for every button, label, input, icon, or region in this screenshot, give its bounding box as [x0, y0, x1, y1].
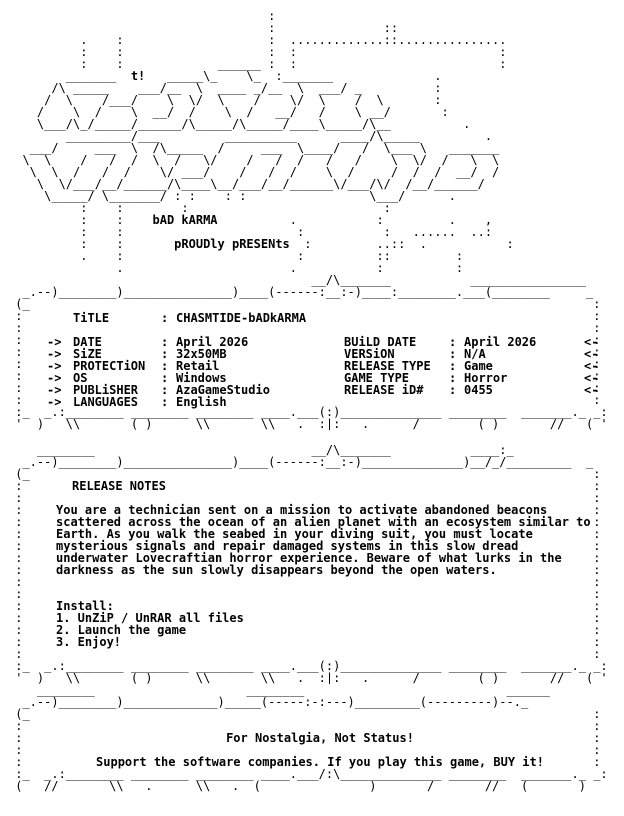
release-notes-heading: RELEASE NOTES: [72, 479, 166, 493]
install-step: 3. Enjoy!: [56, 635, 122, 649]
protection-label: PROTECTiON: [73, 359, 146, 373]
right-arrow: <-: [584, 371, 599, 385]
left-arrow: ->: [47, 371, 62, 385]
group-name: bAD kARMA: [152, 213, 218, 227]
left-arrow: ->: [47, 395, 62, 409]
right-arrow: <-: [584, 335, 599, 349]
release-info-border: __/\_______ ________________ _.--)______…: [15, 274, 608, 430]
languages-label: LANGUAGES: [73, 395, 139, 409]
right-arrow: <-: [584, 347, 599, 361]
field-colon: :: [161, 347, 169, 361]
languages-value: English: [176, 395, 227, 409]
right-arrow: <-: [584, 383, 599, 397]
build-date-value: April 2026: [464, 335, 537, 349]
left-arrow: ->: [47, 335, 62, 349]
field-colon: :: [161, 371, 169, 385]
publisher-label: PUBLiSHER: [73, 383, 139, 397]
right-arrow: <-: [584, 359, 599, 373]
left-arrow: ->: [47, 383, 62, 397]
version-value: N/A: [464, 347, 486, 361]
version-label: VERSiON: [344, 347, 395, 361]
release-type-value: Game: [464, 359, 493, 373]
build-date-label: BUiLD DATE: [344, 335, 417, 349]
release-notes-border: ________ __/\_______ ____:_ _.--)_______…: [15, 444, 608, 684]
title-label: TiTLE: [73, 311, 110, 325]
release-id-value: 0455: [464, 383, 493, 397]
game-type-value: Horror: [464, 371, 508, 385]
os-value: Windows: [176, 371, 227, 385]
field-colon: :: [161, 395, 169, 409]
field-colon: :: [449, 335, 457, 349]
release-notes-body: You are a technician sent on a mission t…: [56, 503, 598, 577]
title-colon: :: [161, 311, 169, 325]
field-colon: :: [449, 371, 457, 385]
install-heading: Install:: [56, 599, 114, 613]
release-id-label: RELEASE iD#: [344, 383, 424, 397]
game-type-label: GAME TYPE: [344, 371, 410, 385]
field-colon: :: [449, 383, 457, 397]
field-colon: :: [449, 347, 457, 361]
date-value: April 2026: [176, 335, 249, 349]
field-colon: :: [161, 383, 169, 397]
install-step: 2. Launch the game: [56, 623, 187, 637]
install-step: 1. UnZiP / UnRAR all files: [56, 611, 244, 625]
field-colon: :: [161, 359, 169, 373]
logo-small-word: t!: [130, 69, 146, 83]
footer-border: ________ ________ ______ _.--)________)_…: [15, 684, 608, 792]
title-value: CHASMTIDE-bADkARMA: [176, 311, 307, 325]
footer-nostalgia: For Nostalgia, Not Status!: [226, 731, 414, 745]
field-colon: :: [161, 335, 169, 349]
left-arrow: ->: [47, 359, 62, 373]
presents-line: pROUDly pRESENts: [174, 237, 290, 251]
protection-value: Retail: [176, 359, 220, 373]
date-label: DATE: [73, 335, 102, 349]
release-type-label: RELEASE TYPE: [344, 359, 431, 373]
field-colon: :: [449, 359, 457, 373]
logo-ascii-art: : : :: . : : .............::............…: [22, 10, 514, 274]
size-value: 32x50MB: [176, 347, 227, 361]
footer-support: Support the software companies. If you p…: [96, 755, 544, 769]
size-label: SiZE: [73, 347, 102, 361]
os-label: OS: [73, 371, 88, 385]
left-arrow: ->: [47, 347, 62, 361]
publisher-value: AzaGameStudio: [176, 383, 270, 397]
